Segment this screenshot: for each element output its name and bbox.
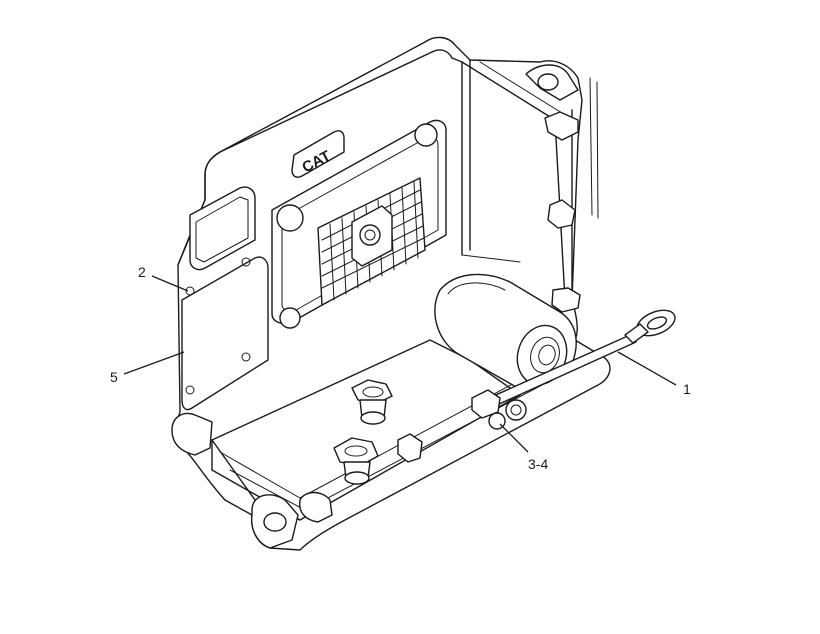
callout-3-4: 3-4 (499, 423, 548, 472)
callout-leader-5 (123, 351, 185, 375)
connector-port (271, 119, 447, 329)
callout-1: 1 (617, 351, 691, 397)
callout-leader-2 (151, 275, 189, 292)
plug-fitting-lower (333, 437, 379, 485)
tray-clip (397, 433, 423, 463)
callout-leader-1 (617, 351, 677, 386)
callout-leader-3-4 (499, 423, 529, 453)
plug-fitting-upper (351, 379, 393, 425)
ecm-housing (171, 36, 611, 551)
callout-label-5: 5 (110, 369, 118, 385)
callout-label-2: 2 (138, 264, 146, 280)
callout-2: 2 (138, 264, 189, 292)
callout-label-1: 1 (683, 381, 691, 397)
callout-5: 5 (110, 351, 185, 385)
ground-strap (471, 309, 676, 419)
callout-label-3-4: 3-4 (528, 456, 548, 472)
